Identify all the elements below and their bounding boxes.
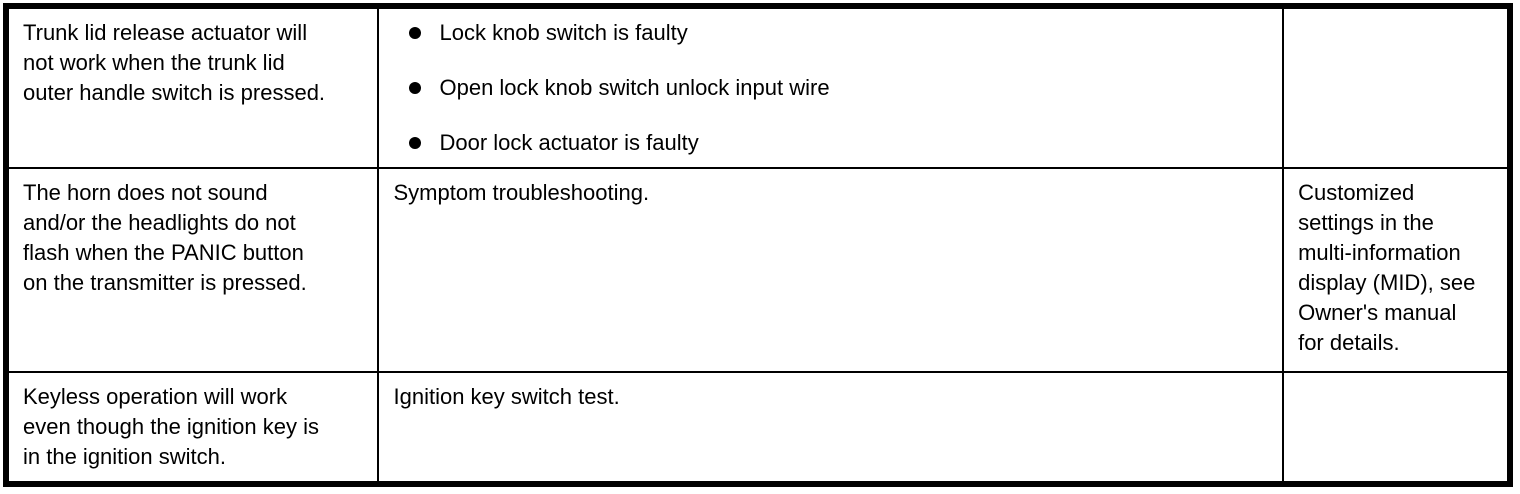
symptom-cell: Keyless operation will work even though …	[4, 371, 380, 485]
note-cell	[1282, 5, 1511, 169]
note-cell: Customized settings in the multi-informa…	[1282, 167, 1511, 373]
list-item-text: Door lock actuator is faulty	[439, 130, 699, 155]
list-item: Door lock actuator is faulty	[389, 128, 1272, 158]
table-row: The horn does not sound and/or the headl…	[4, 167, 1511, 373]
table-row: Trunk lid release actuator will not work…	[4, 5, 1511, 169]
list-item: Open lock knob switch unlock input wire	[389, 73, 1272, 103]
list-item-text: Lock knob switch is faulty	[439, 20, 688, 45]
bullet-icon	[409, 82, 422, 94]
symptom-text: The horn does not sound and/or the headl…	[23, 180, 307, 295]
note-text: Customized settings in the multi-informa…	[1298, 180, 1476, 355]
procedure-text: Symptom troubleshooting.	[393, 180, 650, 205]
symptom-text: Keyless operation will work even though …	[23, 384, 319, 469]
bullet-icon	[409, 137, 422, 149]
diagnosis-cell: Lock knob switch is faulty Open lock kno…	[377, 5, 1285, 169]
troubleshooting-table: Trunk lid release actuator will not work…	[3, 3, 1513, 487]
list-item-text: Open lock knob switch unlock input wire	[439, 75, 830, 100]
bullet-icon	[409, 27, 422, 39]
symptom-text: Trunk lid release actuator will not work…	[23, 20, 326, 105]
symptom-cell: Trunk lid release actuator will not work…	[4, 5, 380, 169]
note-cell	[1282, 371, 1511, 485]
table-row: Keyless operation will work even though …	[4, 371, 1511, 485]
diagnosis-cell: Symptom troubleshooting.	[377, 167, 1285, 373]
symptom-cell: The horn does not sound and/or the headl…	[4, 167, 380, 373]
list-item: Lock knob switch is faulty	[389, 18, 1272, 48]
diagnosis-cell: Ignition key switch test.	[377, 371, 1285, 485]
procedure-text: Ignition key switch test.	[393, 384, 620, 409]
cause-list: Lock knob switch is faulty Open lock kno…	[389, 18, 1272, 158]
